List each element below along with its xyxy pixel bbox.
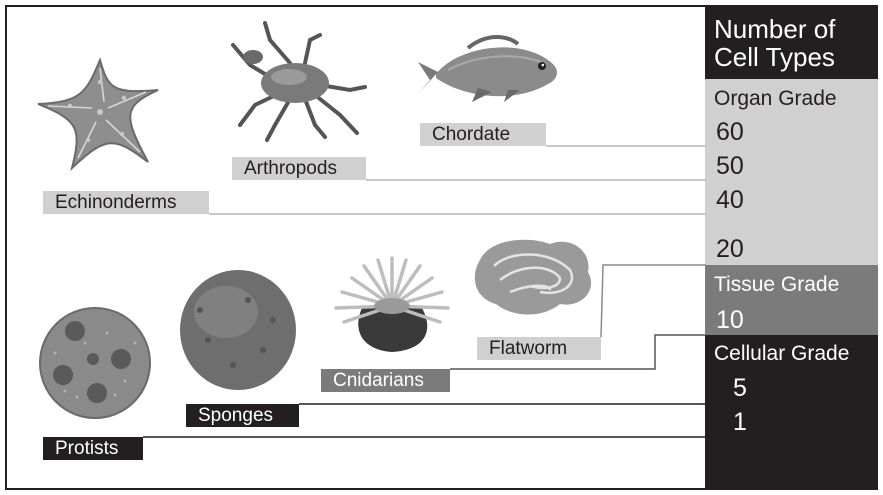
label-protists: Protists — [43, 437, 143, 460]
starfish-icon — [38, 60, 158, 168]
tissue-grade-label: Tissue Grade — [714, 274, 839, 295]
panel-header: Number of Cell Types — [714, 15, 835, 71]
value-cnidarians: 10 — [716, 308, 744, 333]
label-chordate: Chordate — [420, 123, 546, 146]
value-echinoderms: 40 — [716, 188, 744, 213]
label-cnidarians: Cnidarians — [321, 369, 450, 392]
fish-icon — [418, 37, 557, 102]
label-echinoderms: Echinonderms — [43, 191, 209, 214]
flatworm-icon — [475, 240, 591, 315]
label-flatworm: Flatworm — [477, 337, 601, 360]
value-flatworm: 20 — [716, 237, 744, 262]
panel-header-line2: Cell Types — [714, 43, 835, 71]
protist-icon — [40, 308, 150, 418]
value-sponges: 5 — [733, 376, 747, 401]
label-arthropods: Arthropods — [232, 157, 366, 180]
anemone-icon — [336, 258, 448, 352]
connector-flatworm — [601, 265, 706, 337]
value-chordate: 60 — [716, 120, 744, 145]
label-sponges: Sponges — [186, 404, 299, 427]
crab-icon — [233, 23, 365, 140]
panel-header-line1: Number of — [714, 15, 835, 43]
sponge-icon — [180, 270, 296, 390]
value-protists: 1 — [733, 410, 747, 435]
cellular-grade-label: Cellular Grade — [714, 343, 849, 364]
organ-grade-label: Organ Grade — [714, 88, 837, 109]
value-arthropods: 50 — [716, 154, 744, 179]
